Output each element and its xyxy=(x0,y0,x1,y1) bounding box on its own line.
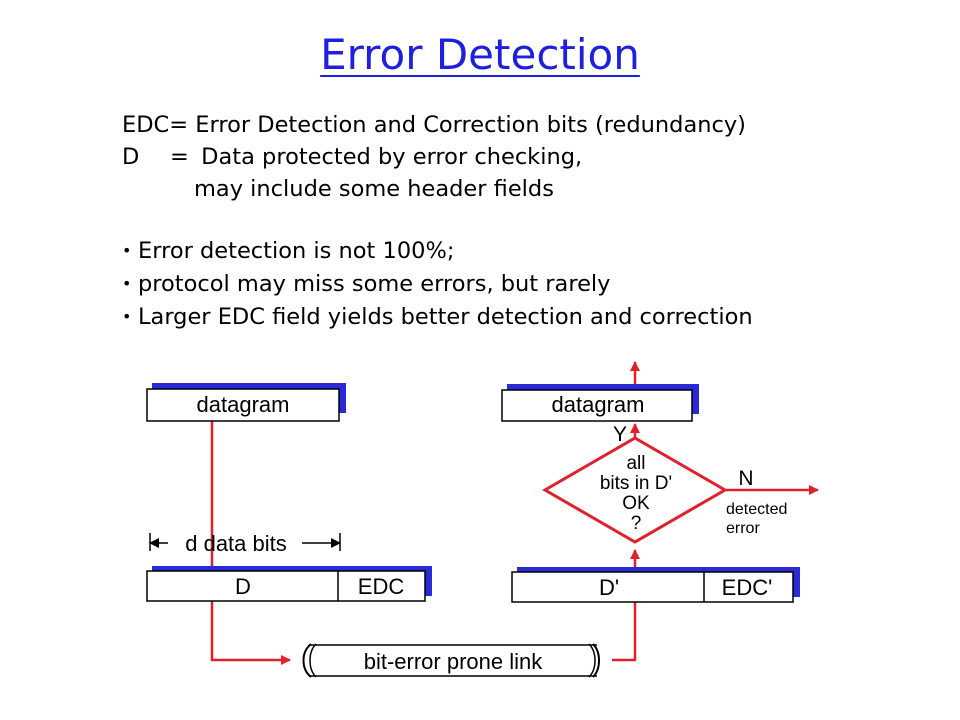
definition-text-edc: Error Detection and Correction bits (red… xyxy=(195,112,746,138)
definition-d-continued: may include some header fields xyxy=(194,176,554,202)
sender-flow-arrow xyxy=(210,400,291,665)
sender-datagram-label: datagram xyxy=(197,392,290,417)
d-data-bits-label: d data bits xyxy=(185,531,287,556)
bullet-text: protocol may miss some errors, but rarel… xyxy=(138,271,611,297)
receiver-edc-label: EDC' xyxy=(722,575,773,600)
definition-text-d: Data protected by error checking, xyxy=(201,144,583,170)
definition-key-edc: EDC= xyxy=(122,112,189,138)
receiver-data-edc-box: D' EDC' xyxy=(511,567,800,603)
bit-error-link: bit-error prone link xyxy=(302,643,600,678)
bullet-text: Larger EDC field yields better detection… xyxy=(138,304,753,330)
decision-line: bits in D' xyxy=(600,473,672,494)
receiver-datagram-box: datagram xyxy=(501,384,699,422)
bullet-item: • Larger EDC field yields better detectio… xyxy=(122,304,753,330)
sender-data-edc-box: D EDC xyxy=(146,566,432,602)
link-label: bit-error prone link xyxy=(364,649,544,674)
yes-label: Y xyxy=(613,423,627,446)
bullet-dot: • xyxy=(122,274,132,293)
bullet-text: Error detection is not 100%; xyxy=(138,238,455,264)
detected-label: detected xyxy=(726,501,787,518)
bullet-item: • Error detection is not 100%; xyxy=(122,238,454,264)
receiver-datagram-label: datagram xyxy=(552,392,645,417)
bullet-item: • protocol may miss some errors, but rare… xyxy=(122,271,611,297)
sender-d-label: D xyxy=(235,574,251,599)
definition-eq-d: = xyxy=(170,144,189,170)
definition-key-d: D xyxy=(122,144,140,170)
page-title: Error Detection xyxy=(320,30,640,79)
bullet-dot: • xyxy=(122,241,132,260)
bullet-dot: • xyxy=(122,307,132,326)
d-data-bits-dimension: d data bits xyxy=(149,531,341,556)
definition-d: D = Data protected by error checking, xyxy=(122,144,582,170)
decision-line: OK xyxy=(622,493,650,514)
decision-line: ? xyxy=(631,513,642,534)
error-label: error xyxy=(726,520,760,537)
sender-datagram-box: datagram xyxy=(146,383,346,422)
receiver-flow-arrow xyxy=(612,361,640,662)
receiver-d-label: D' xyxy=(599,575,619,600)
definition-edc: EDC= Error Detection and Correction bits… xyxy=(122,112,746,138)
sender-edc-label: EDC xyxy=(358,574,405,599)
decision-diamond: all bits in D' OK ? xyxy=(542,436,728,544)
decision-line: all xyxy=(626,453,645,474)
no-label: N xyxy=(738,467,753,490)
